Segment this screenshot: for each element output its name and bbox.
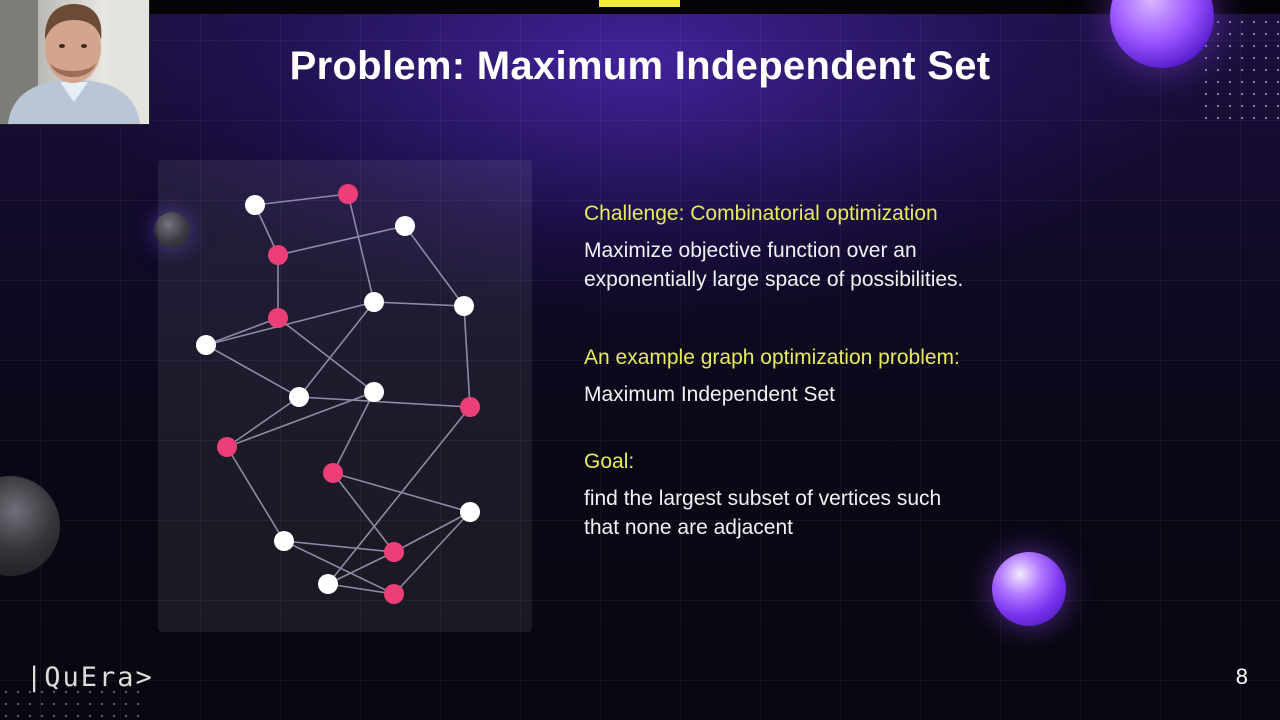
graph-edge xyxy=(205,301,375,346)
graph-edge xyxy=(463,305,471,408)
graph-edge xyxy=(283,540,395,595)
slide-title: Problem: Maximum Independent Set xyxy=(289,44,991,88)
section-text-line: Maximum Independent Set xyxy=(584,383,835,406)
top-bar xyxy=(0,0,1280,14)
quera-logo: |QuEra> xyxy=(26,662,154,693)
dot-pattern-decoration xyxy=(0,686,140,720)
graph-node xyxy=(364,382,384,402)
graph-node xyxy=(460,502,480,522)
graph-node xyxy=(245,195,265,215)
graph-node-selected xyxy=(217,437,237,457)
orb-decoration xyxy=(992,552,1066,626)
graph-edge xyxy=(332,391,375,474)
graph-node-selected xyxy=(323,463,343,483)
graph-node-selected xyxy=(268,245,288,265)
graph-edge xyxy=(226,446,285,542)
graph-node-selected xyxy=(268,308,288,328)
graph-edge xyxy=(393,511,471,595)
section-heading: Goal: xyxy=(584,450,635,473)
graph-edges xyxy=(205,193,471,595)
orb-decoration xyxy=(154,212,190,248)
graph-edge xyxy=(226,391,375,448)
graph-node-selected xyxy=(384,584,404,604)
top-accent-bar xyxy=(599,0,680,7)
graph-edge xyxy=(226,396,300,448)
section-text-line: Maximize objective function over an xyxy=(584,239,917,262)
graph-node-selected xyxy=(338,184,358,204)
section-text-line: exponentially large space of possibiliti… xyxy=(584,268,964,291)
graph-edge xyxy=(254,193,349,206)
graph-node xyxy=(395,216,415,236)
graph-node xyxy=(196,335,216,355)
page-number: 8 xyxy=(1235,664,1248,689)
graph-edge xyxy=(327,551,395,585)
graph-edge xyxy=(347,193,375,303)
graph-node xyxy=(318,574,338,594)
graph-node-selected xyxy=(460,397,480,417)
section-goal: Goal: find the largest subset of vertice… xyxy=(584,448,941,542)
graph-edge xyxy=(205,317,279,346)
graph-nodes xyxy=(196,184,480,604)
graph-edge xyxy=(283,540,395,553)
graph-node xyxy=(454,296,474,316)
section-heading: An example graph optimization problem: xyxy=(584,346,960,369)
graph-node xyxy=(364,292,384,312)
graph-panel xyxy=(158,160,532,632)
graph-edge xyxy=(277,225,406,256)
section-text-line: that none are adjacent xyxy=(584,516,793,539)
graph-edge xyxy=(298,396,471,408)
graph-node xyxy=(274,531,294,551)
graph-node-selected xyxy=(384,542,404,562)
graph-edge xyxy=(332,472,395,553)
section-text-line: find the largest subset of vertices such xyxy=(584,487,942,510)
section-challenge: Challenge: Combinatorial optimization Ma… xyxy=(584,200,963,294)
section-heading: Challenge: Combinatorial optimization xyxy=(584,202,938,225)
graph-edge xyxy=(327,583,395,595)
graph-edge xyxy=(327,406,471,585)
graph-edge xyxy=(298,301,375,398)
webcam-overlay xyxy=(0,0,150,125)
graph-diagram xyxy=(196,184,480,604)
graph-edge xyxy=(404,225,465,307)
graph-node xyxy=(289,387,309,407)
graph-edge xyxy=(205,344,300,398)
section-example: An example graph optimization problem: M… xyxy=(584,344,960,409)
graph-edge xyxy=(277,317,375,393)
graph-edge xyxy=(373,301,465,307)
person-video-icon xyxy=(0,0,149,124)
graph-edge xyxy=(393,511,471,553)
dot-pattern-decoration xyxy=(1200,16,1280,126)
